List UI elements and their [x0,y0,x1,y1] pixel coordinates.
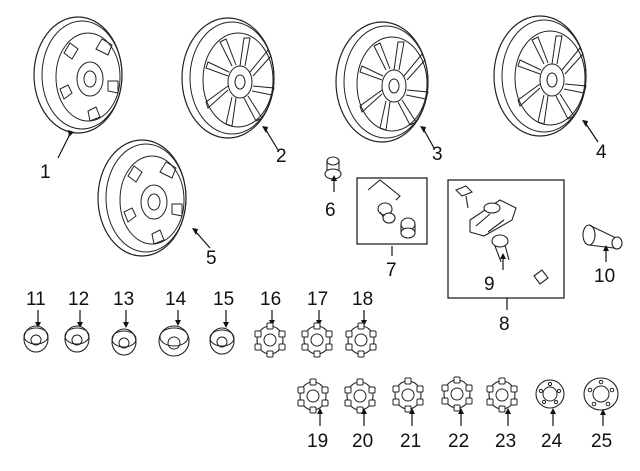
callout-2: 2 [276,146,287,167]
callout-24: 24 [541,431,563,452]
wheel-4: 4 [493,15,607,163]
center-cap-11: 11 [23,289,49,353]
callout-5: 5 [206,248,217,269]
callout-22: 22 [448,431,469,452]
center-cap-20: 20 [344,378,376,452]
center-cap-24: 24 [535,379,565,452]
tpms-sensor-kit-8: 9 8 [447,179,565,335]
lug-nut-6: 6 [324,156,342,221]
callout-16: 16 [260,289,281,310]
callout-6: 6 [325,200,336,221]
center-cap-23: 23 [486,377,518,452]
callout-19: 19 [307,431,328,452]
center-cap-21: 21 [392,377,424,452]
wheel-lock-kit-7: 7 [356,177,428,281]
callout-7: 7 [386,260,397,281]
callout-4: 4 [596,142,607,163]
callout-9: 9 [484,274,495,295]
callout-8: 8 [499,314,510,335]
callout-23: 23 [495,431,516,452]
center-cap-25: 25 [583,377,619,452]
wheel-1: 1 [33,16,123,183]
callout-3: 3 [432,144,443,165]
callout-21: 21 [400,431,421,452]
center-cap-19: 19 [297,378,329,452]
callout-10: 10 [594,266,615,287]
wheel-5: 5 [97,139,217,269]
center-cap-22: 22 [441,376,473,452]
center-cap-16: 16 [254,289,286,358]
callout-20: 20 [352,431,373,452]
callout-13: 13 [113,289,134,310]
callout-25: 25 [591,431,612,452]
center-cap-13: 13 [111,289,137,356]
center-cap-12: 12 [64,289,90,353]
wheel-3: 3 [335,21,443,165]
wheel-2: 2 [181,17,287,167]
callout-15: 15 [213,289,234,310]
callout-11: 11 [26,289,46,310]
callout-14: 14 [165,289,187,310]
center-cap-17: 17 [301,289,333,358]
callout-1: 1 [40,162,51,183]
center-cap-18: 18 [345,289,377,358]
valve-stem-10: 10 [582,224,623,287]
callout-17: 17 [307,289,328,310]
center-cap-14: 14 [158,289,190,357]
center-cap-15: 15 [209,289,235,355]
callout-12: 12 [68,289,89,310]
callout-18: 18 [352,289,373,310]
